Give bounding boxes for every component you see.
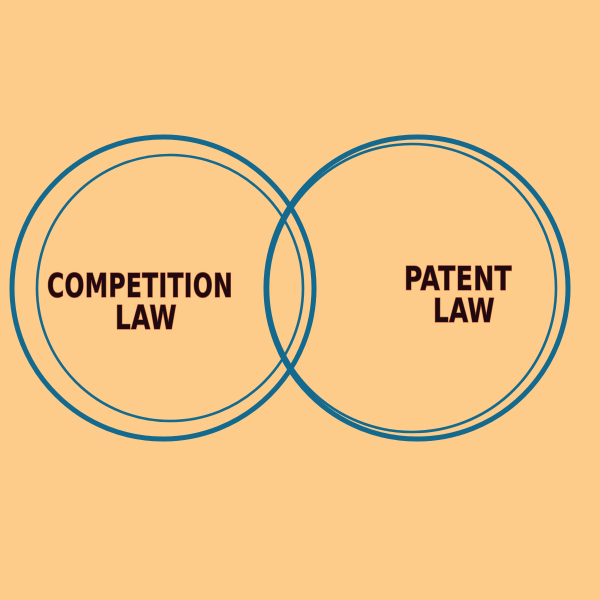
right-outer-ring — [263, 134, 571, 442]
set-patent-law — [263, 134, 571, 442]
left-label-line-1: COMPETITION — [47, 266, 233, 305]
right-label-line-2: LAW — [433, 291, 495, 330]
right-inner-ring — [266, 142, 558, 434]
left-label-line-2: LAW — [115, 298, 177, 337]
right-label-line-1: PATENT — [404, 259, 512, 298]
set-competition-law — [9, 134, 317, 442]
left-outer-ring — [9, 134, 317, 442]
left-set-label: COMPETITION LAW — [47, 266, 245, 337]
right-set-label: PATENT LAW — [404, 259, 524, 330]
left-inner-ring — [35, 153, 305, 423]
